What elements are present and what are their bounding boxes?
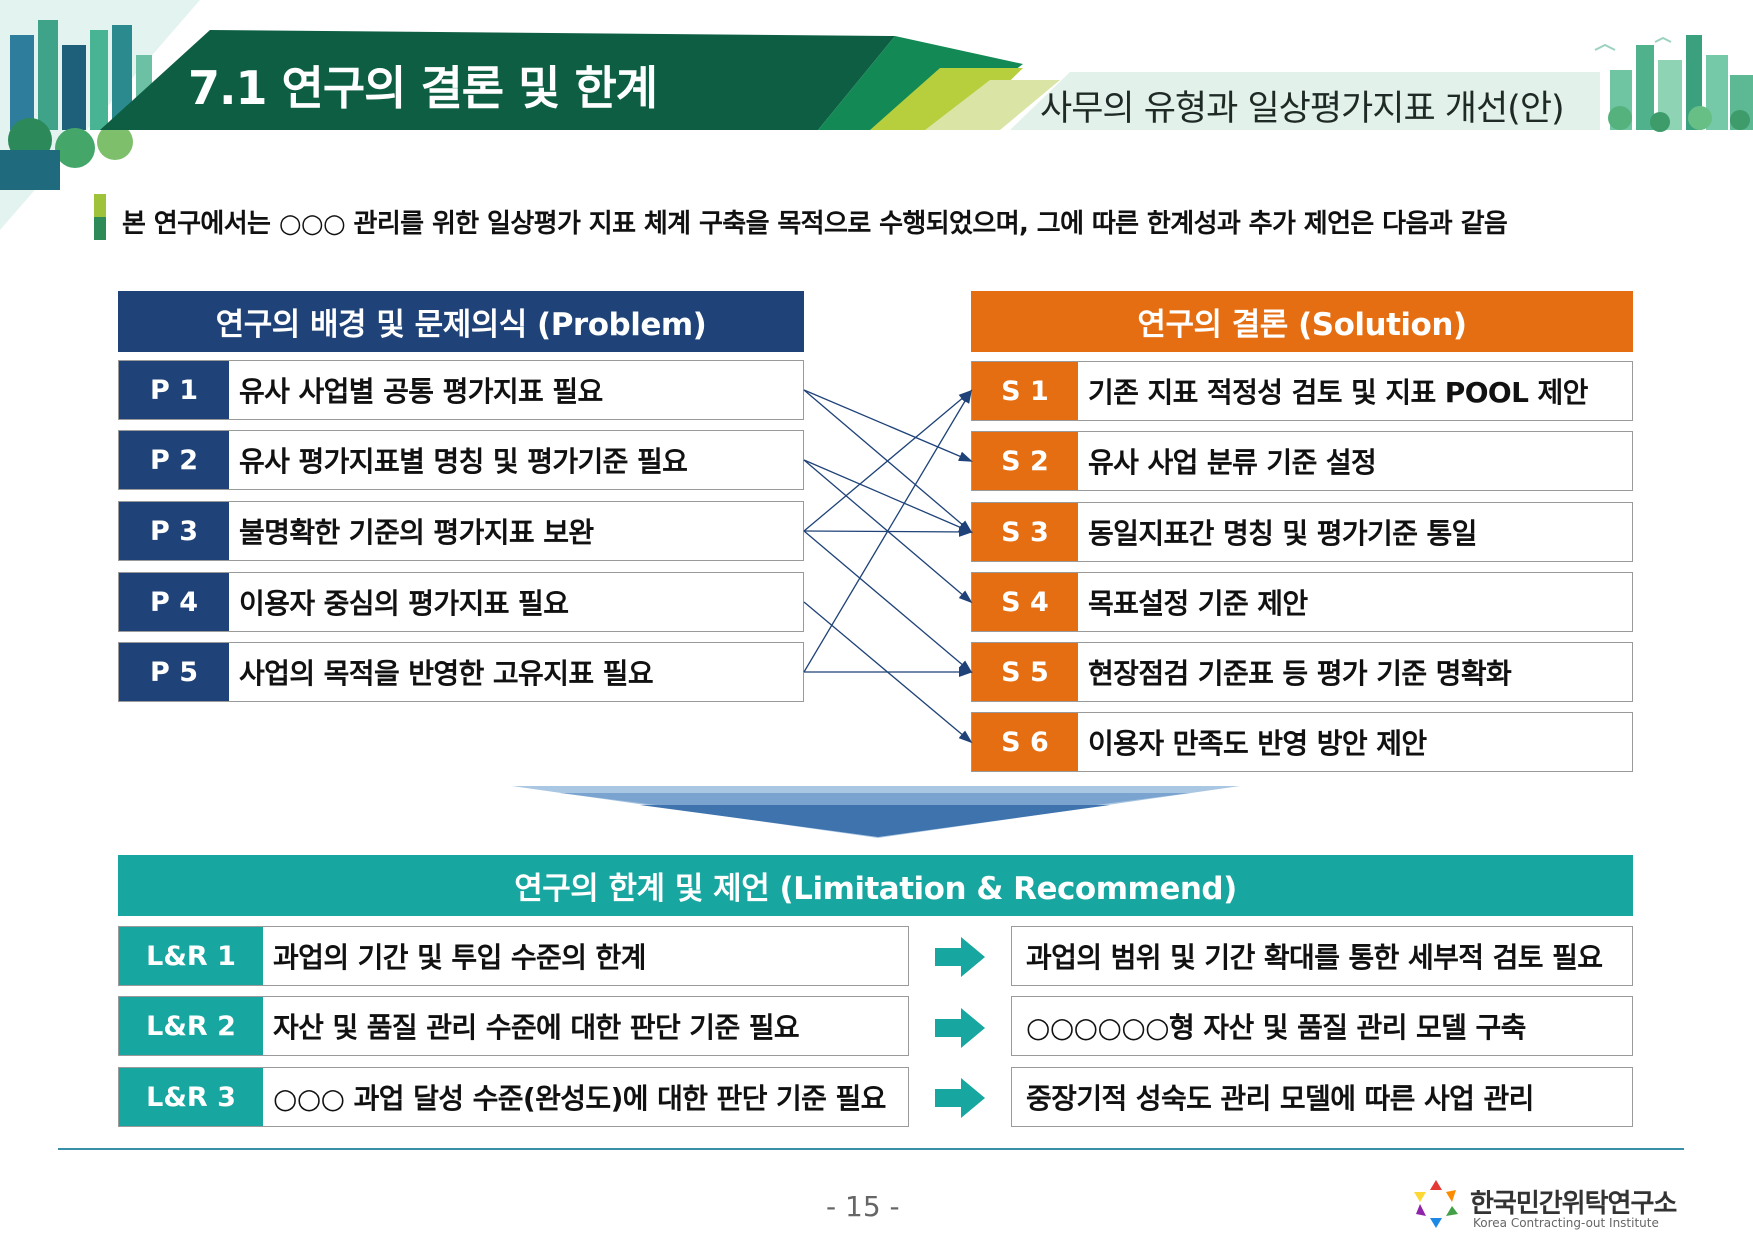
solution-row-3: S 3 동일지표간 명칭 및 평가기준 통일 bbox=[971, 502, 1633, 562]
connector-arrow bbox=[803, 389, 973, 673]
solution-text: 이용자 만족도 반영 방안 제안 bbox=[1088, 727, 1427, 760]
header-banner bbox=[0, 0, 1753, 240]
recommend-box-3: 중장기적 성숙도 관리 모델에 따른 사업 관리 bbox=[1011, 1067, 1633, 1127]
limitation-code: L&R 2 bbox=[119, 997, 263, 1055]
solution-code: S 4 bbox=[972, 573, 1078, 631]
limitation-code: L&R 1 bbox=[119, 927, 263, 985]
page-title: 7.1 연구의 결론 및 한계 bbox=[188, 61, 658, 115]
connector-arrow bbox=[803, 389, 973, 532]
problem-row-4: P 4 이용자 중심의 평가지표 필요 bbox=[118, 572, 804, 632]
solution-code: S 1 bbox=[972, 362, 1078, 420]
problem-code: P 3 bbox=[119, 502, 229, 560]
footer-divider bbox=[58, 1148, 1684, 1150]
solution-text: 동일지표간 명칭 및 평가기준 통일 bbox=[1088, 517, 1477, 550]
problem-text: 유사 평가지표별 명칭 및 평가기준 필요 bbox=[239, 445, 688, 478]
problem-text: 이용자 중심의 평가지표 필요 bbox=[239, 587, 569, 620]
intro-statement: 본 연구에서는 ○○○ 관리를 위한 일상평가 지표 체계 구축을 목적으로 수… bbox=[122, 209, 1508, 239]
problem-text: 불명확한 기준의 평가지표 보완 bbox=[239, 516, 594, 549]
solution-text: 목표설정 기준 제안 bbox=[1088, 587, 1308, 620]
limitation-text: ○○○ 과업 달성 수준(완성도)에 대한 판단 기준 필요 bbox=[273, 1082, 886, 1115]
institute-logo-icon bbox=[1414, 1180, 1458, 1228]
solution-row-4: S 4 목표설정 기준 제안 bbox=[971, 572, 1633, 632]
problem-text: 유사 사업별 공통 평가지표 필요 bbox=[239, 375, 603, 408]
limitation-row-3: L&R 3 ○○○ 과업 달성 수준(완성도)에 대한 판단 기준 필요 bbox=[118, 1067, 909, 1127]
problem-code: P 1 bbox=[119, 361, 229, 419]
solution-row-2: S 2 유사 사업 분류 기준 설정 bbox=[971, 431, 1633, 491]
limitation-text: 과업의 기간 및 투입 수준의 한계 bbox=[273, 941, 646, 974]
solution-row-1: S 1 기존 지표 적정성 검토 및 지표 POOL 제안 bbox=[971, 361, 1633, 421]
solution-code: S 2 bbox=[972, 432, 1078, 490]
limitation-text: 자산 및 품질 관리 수준에 대한 판단 기준 필요 bbox=[273, 1011, 800, 1044]
solution-code: S 6 bbox=[972, 713, 1078, 771]
city-illustration-right-icon bbox=[1594, 35, 1753, 132]
solution-header: 연구의 결론 (Solution) bbox=[971, 291, 1633, 352]
limitation-header: 연구의 한계 및 제언 (Limitation & Recommend) bbox=[118, 855, 1633, 916]
right-arrow-icon bbox=[935, 1078, 985, 1118]
solution-code: S 5 bbox=[972, 643, 1078, 701]
problem-code: P 4 bbox=[119, 573, 229, 631]
problem-row-2: P 2 유사 평가지표별 명칭 및 평가기준 필요 bbox=[118, 430, 804, 490]
solution-text: 유사 사업 분류 기준 설정 bbox=[1088, 446, 1377, 479]
connector-arrow bbox=[803, 530, 973, 674]
page-number: - 15 - bbox=[826, 1190, 900, 1223]
solution-row-6: S 6 이용자 만족도 반영 방안 제안 bbox=[971, 712, 1633, 772]
solution-code: S 3 bbox=[972, 503, 1078, 561]
connector-arrow bbox=[803, 459, 973, 533]
problem-code: P 5 bbox=[119, 643, 229, 701]
connector-arrow bbox=[803, 389, 973, 462]
problem-row-3: P 3 불명확한 기준의 평가지표 보완 bbox=[118, 501, 804, 561]
recommend-box-2: ○○○○○○형 자산 및 품질 관리 모델 구축 bbox=[1011, 996, 1633, 1056]
right-arrow-icon bbox=[935, 937, 985, 977]
institute-logo-name: 한국민간위탁연구소 bbox=[1470, 1189, 1677, 1219]
page-subtitle: 사무의 유형과 일상평가지표 개선(안) bbox=[1040, 89, 1565, 129]
right-arrow-icon bbox=[935, 1008, 985, 1048]
solution-text: 현장점검 기준표 등 평가 기준 명확화 bbox=[1088, 657, 1512, 690]
problem-row-5: P 5 사업의 목적을 반영한 고유지표 필요 bbox=[118, 642, 804, 702]
problem-row-1: P 1 유사 사업별 공통 평가지표 필요 bbox=[118, 360, 804, 420]
solution-row-5: S 5 현장점검 기준표 등 평가 기준 명확화 bbox=[971, 642, 1633, 702]
recommend-box-1: 과업의 범위 및 기간 확대를 통한 세부적 검토 필요 bbox=[1011, 926, 1633, 986]
problem-code: P 2 bbox=[119, 431, 229, 489]
institute-logo-subtitle: Korea Contracting-out Institute bbox=[1473, 1216, 1659, 1230]
problem-text: 사업의 목적을 반영한 고유지표 필요 bbox=[239, 657, 654, 690]
solution-text: 기존 지표 적정성 검토 및 지표 POOL 제안 bbox=[1088, 376, 1588, 409]
limitation-code: L&R 3 bbox=[119, 1068, 263, 1126]
problem-header: 연구의 배경 및 문제의식 (Problem) bbox=[118, 291, 804, 352]
limitation-row-2: L&R 2 자산 및 품질 관리 수준에 대한 판단 기준 필요 bbox=[118, 996, 909, 1056]
limitation-row-1: L&R 1 과업의 기간 및 투입 수준의 한계 bbox=[118, 926, 909, 986]
